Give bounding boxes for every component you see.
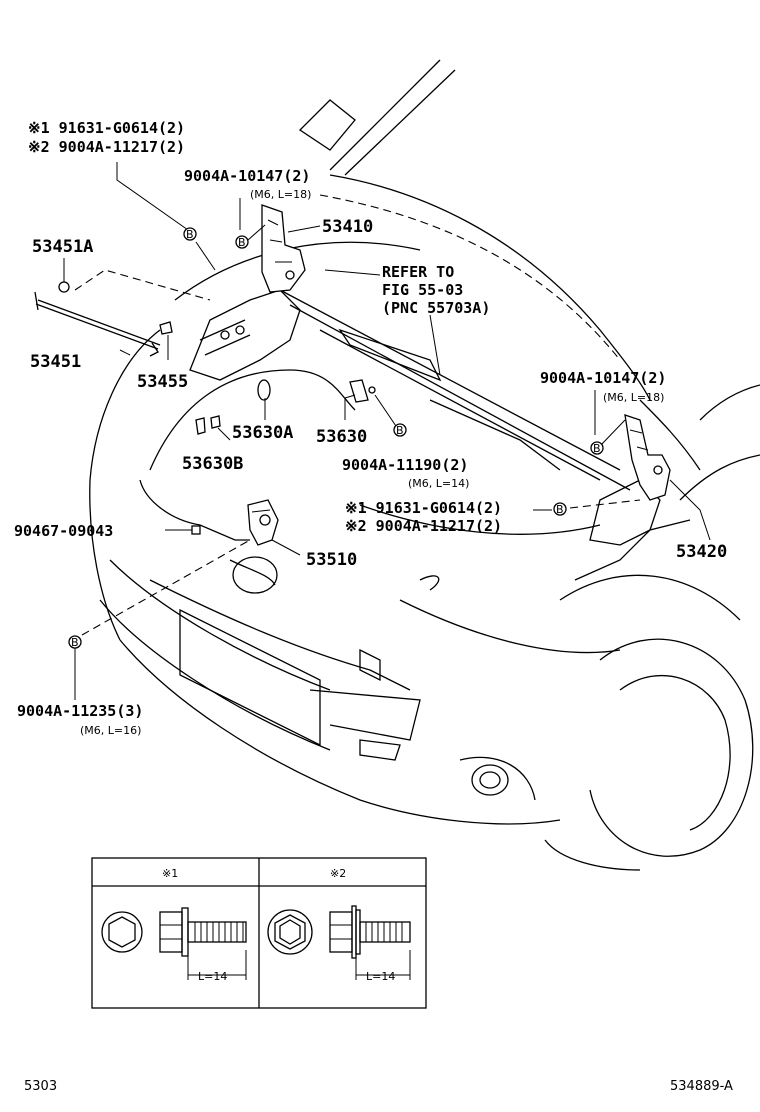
label-9004a-10147-b-spec: (M6, L=18) [603, 391, 664, 404]
callout-marker-6: B [68, 635, 82, 649]
callout-marker-2: B [235, 235, 249, 249]
callout-letter: B [593, 442, 601, 455]
label-note2-line1: ※1 91631-G0614(2) [345, 499, 502, 517]
label-90467-09043: 90467-09043 [14, 522, 113, 540]
callout-letter: B [186, 228, 194, 241]
label-note1-line2: ※2 9004A-11217(2) [28, 138, 185, 156]
label-9004a-11190-spec: (M6, L=14) [408, 477, 469, 490]
hood-lock [247, 499, 279, 546]
label-9004a-10147-b: 9004A-10147(2) [540, 369, 666, 387]
callout-marker-3: B [590, 441, 604, 455]
callout-letter: B [71, 636, 79, 649]
footer-figure-id: 534889-A [670, 1079, 733, 1094]
callout-letter: B [396, 424, 404, 437]
label-9004a-11235: 9004A-11235(3) [17, 702, 143, 720]
label-9004a-10147-a: 9004A-10147(2) [184, 167, 310, 185]
label-9004a-10147-a-spec: (M6, L=18) [250, 188, 311, 201]
label-9004a-11235-spec: (M6, L=16) [80, 724, 141, 737]
label-refer-line2: FIG 55-03 [382, 281, 463, 299]
callout-marker-5: B [553, 502, 567, 516]
legend-header-2: ※2 [330, 867, 346, 880]
hood-support-rod [34, 291, 161, 357]
hex-bolt-2-icon: L=14 [267, 905, 411, 983]
leader-lines [63, 162, 711, 700]
label-53510: 53510 [306, 550, 357, 570]
hood-bumper-clip [191, 525, 201, 535]
hood-hinge-left [261, 204, 306, 293]
label-53410: 53410 [322, 217, 373, 237]
legend-length-2: L=14 [366, 970, 395, 983]
label-refer-line3: (PNC 55703A) [382, 299, 490, 317]
hood-hinge-right [624, 414, 671, 501]
callout-marker-1: B [183, 227, 197, 241]
label-53455: 53455 [137, 372, 188, 392]
legend-length-1: L=14 [198, 970, 227, 983]
vehicle-outline [89, 59, 760, 871]
callout-letter: B [556, 503, 564, 516]
label-9004a-11190: 9004A-11190(2) [342, 456, 468, 474]
label-53630a: 53630A [232, 423, 293, 443]
fastener-legend-table: ※1 ※2 L=14 [91, 857, 427, 1009]
label-refer-line1: REFER TO [382, 263, 454, 281]
hex-bolt-1-icon: L=14 [101, 907, 247, 983]
callout-letter: B [238, 236, 246, 249]
callout-marker-4: B [393, 423, 407, 437]
label-53451: 53451 [30, 352, 81, 372]
legend-header-1: ※1 [162, 867, 178, 880]
label-53451a: 53451A [32, 237, 93, 257]
rear-stopper-bolts [220, 325, 245, 340]
label-53630b: 53630B [182, 454, 243, 474]
label-note2-line2: ※2 9004A-11217(2) [345, 517, 502, 535]
hood-release-parts [195, 379, 376, 435]
label-53420: 53420 [676, 542, 727, 562]
footer-page-code: 5303 [24, 1079, 57, 1094]
label-note1-line1: ※1 91631-G0614(2) [28, 119, 185, 137]
label-53630: 53630 [316, 427, 367, 447]
